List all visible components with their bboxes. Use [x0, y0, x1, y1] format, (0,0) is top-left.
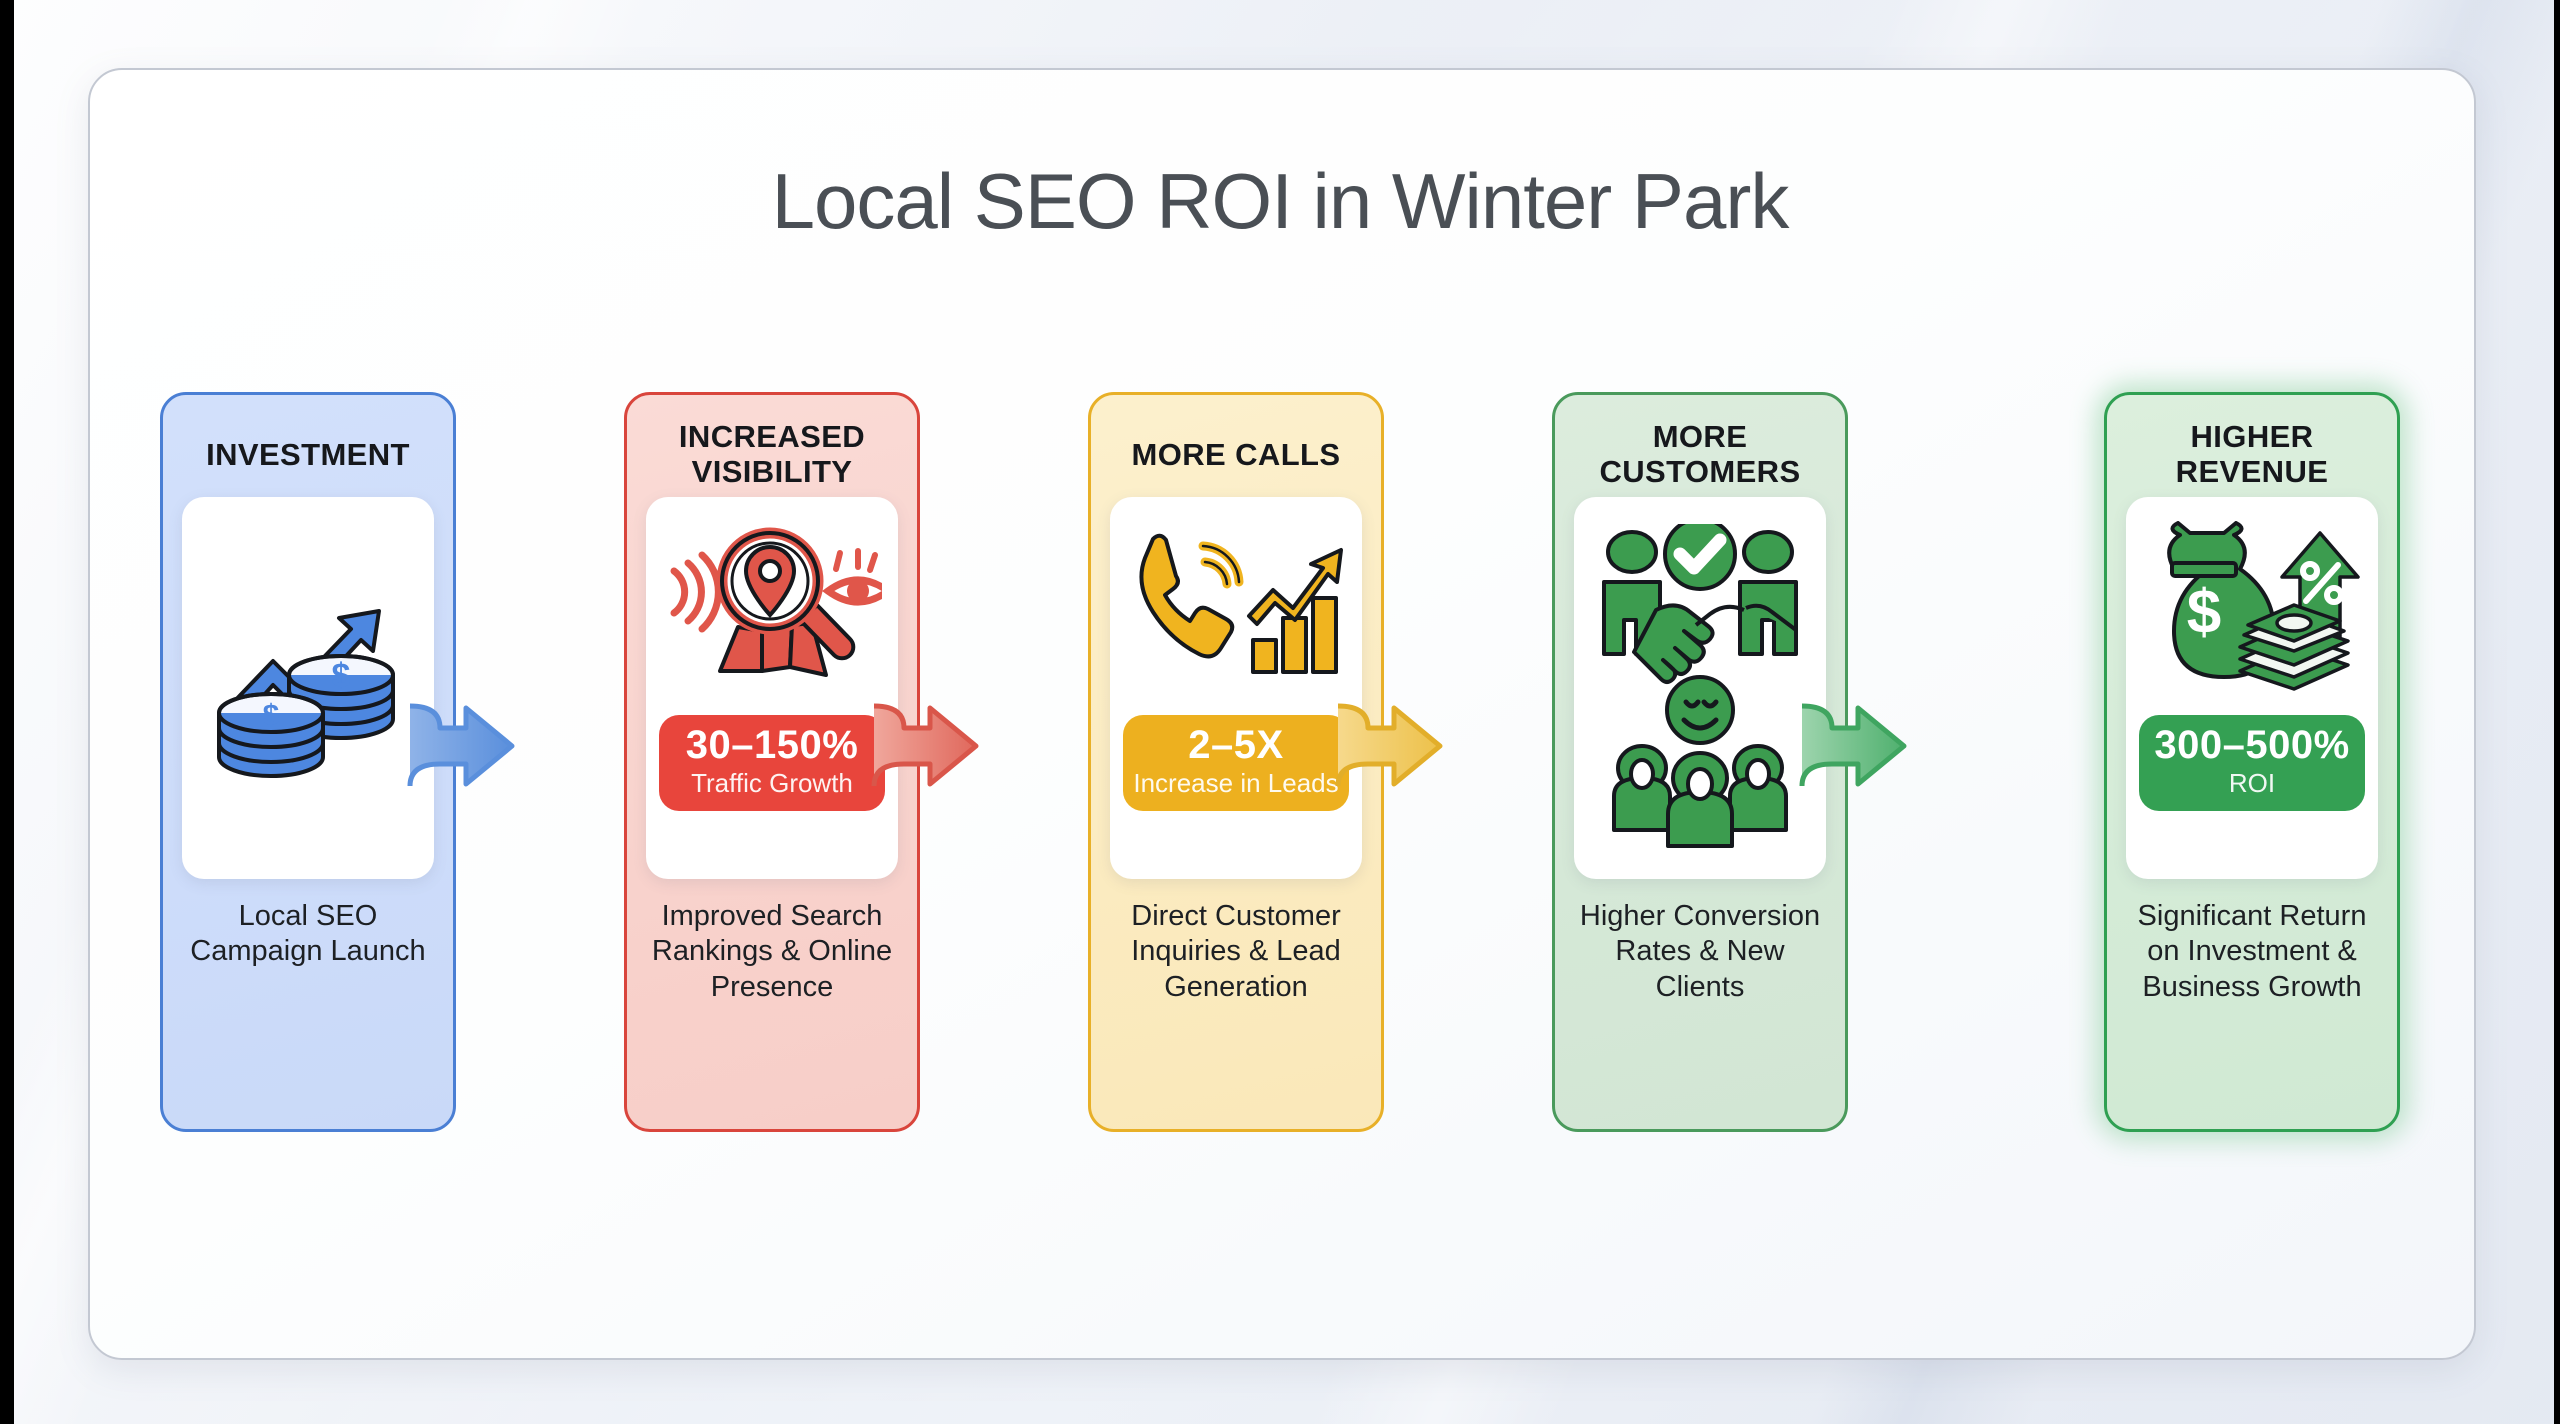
roi-flow-diagram: INVESTMENT: [160, 392, 2400, 1134]
icon-panel-investment: $ $: [182, 497, 434, 879]
metric-label-higher-revenue: ROI: [2228, 768, 2276, 798]
page-title: Local SEO ROI in Winter Park: [771, 157, 1790, 245]
svg-text:$: $: [262, 699, 279, 732]
metric-badge-more-calls: 2–5X Increase in Leads: [1123, 715, 1349, 811]
metric-value-increased-visibility: 30–150%: [685, 723, 859, 767]
map-pin-magnifier-eye-icon: [662, 511, 882, 707]
svg-text:$: $: [2187, 578, 2221, 647]
money-bag-cash-percent-arrow-icon: $: [2144, 511, 2360, 707]
stage-card-investment[interactable]: INVESTMENT: [160, 392, 456, 1132]
stage-card-more-calls[interactable]: MORE CALLS: [1088, 392, 1384, 1132]
metric-label-increased-visibility: Traffic Growth: [691, 768, 853, 798]
handshake-people-check-icon: [1592, 524, 1808, 854]
icon-panel-more-customers: [1574, 497, 1826, 879]
arrow-customers-to-revenue: [1798, 688, 1934, 804]
arrow-visibility-to-calls: [870, 688, 1006, 804]
icon-panel-increased-visibility: 30–150% Traffic Growth: [646, 497, 898, 879]
coins-growth-arrow-icon: $ $: [201, 583, 416, 795]
stage-title-more-calls: MORE CALLS: [1131, 436, 1341, 472]
metric-value-higher-revenue: 300–500%: [2154, 723, 2350, 767]
arrow-calls-to-customers: [1334, 688, 1470, 804]
icon-panel-higher-revenue: $ 300–500% ROI: [2126, 497, 2378, 879]
metric-badge-increased-visibility: 30–150% Traffic Growth: [659, 715, 885, 811]
metric-badge-higher-revenue: 300–500% ROI: [2139, 715, 2365, 811]
icon-panel-more-calls: 2–5X Increase in Leads: [1110, 497, 1362, 879]
letterbox-right: [2554, 0, 2560, 1424]
phone-ringing-bar-chart-icon: [1127, 511, 1345, 707]
stage-title-investment: INVESTMENT: [206, 436, 410, 472]
metric-value-more-calls: 2–5X: [1188, 723, 1284, 767]
letterbox-left: [0, 0, 14, 1424]
metric-label-more-calls: Increase in Leads: [1133, 768, 1339, 798]
arrow-investment-to-visibility: [406, 688, 542, 804]
svg-text:$: $: [331, 657, 350, 695]
